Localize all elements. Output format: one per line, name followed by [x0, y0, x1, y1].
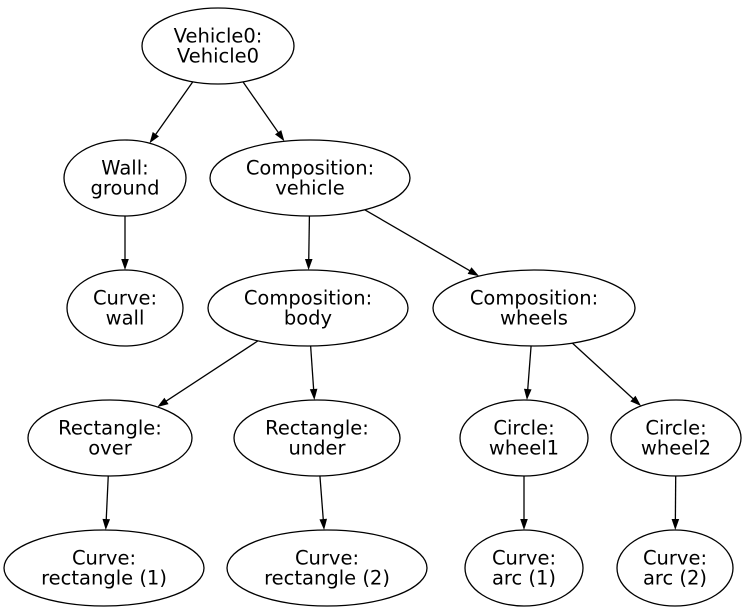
edge-comp_vehicle-to-comp_wheels	[364, 209, 480, 277]
node-rect_over: Rectangle:over	[27, 399, 193, 477]
node-label: Composition:vehicle	[246, 157, 374, 200]
node-comp_body: Composition:body	[207, 269, 409, 347]
edge-line	[165, 340, 259, 403]
arrowhead-icon	[630, 395, 642, 406]
node-vehicle0: Vehicle0:Vehicle0	[141, 7, 295, 85]
node-label: Curve:wall	[93, 287, 157, 330]
edge-rect_under-to-curve_rect2	[319, 475, 328, 531]
node-ellipse	[233, 399, 401, 477]
node-comp_vehicle: Composition:vehicle	[209, 139, 411, 217]
edge-line	[308, 215, 311, 261]
edge-comp_body-to-rect_over	[157, 340, 259, 407]
node-ellipse	[226, 529, 428, 607]
edge-line	[242, 81, 280, 134]
arrowhead-icon	[102, 518, 111, 531]
node-ellipse	[459, 399, 589, 477]
node-curve_wall: Curve:wall	[66, 269, 184, 347]
node-label: Rectangle:under	[265, 417, 369, 460]
node-ellipse	[3, 529, 205, 607]
node-rect_under: Rectangle:under	[233, 399, 401, 477]
edge-line	[319, 475, 324, 521]
node-label: Vehicle0:Vehicle0	[174, 25, 263, 68]
node-label: Composition:body	[244, 287, 372, 330]
node-ellipse	[207, 269, 409, 347]
node-ellipse	[27, 399, 193, 477]
edge-line	[527, 345, 532, 391]
edge-wall_ground-to-curve_wall	[121, 216, 129, 270]
edge-comp_body-to-rect_under	[309, 345, 318, 401]
arrowhead-icon	[149, 132, 159, 144]
edge-vehicle0-to-wall_ground	[149, 81, 194, 144]
arrowhead-icon	[671, 518, 680, 531]
node-label: Wall:ground	[91, 157, 160, 200]
arrowhead-icon	[309, 388, 318, 401]
arrowhead-icon	[157, 397, 169, 407]
node-ellipse	[66, 269, 184, 347]
edge-rect_over-to-curve_rect1	[102, 475, 111, 531]
edge-line	[364, 209, 471, 272]
node-label: Curve:arc (2)	[643, 547, 707, 590]
node-label: Circle:wheel1	[489, 417, 559, 460]
arrowhead-icon	[467, 267, 480, 277]
node-label: Circle:wheel2	[641, 417, 711, 460]
edge-line	[154, 81, 194, 136]
arrowhead-icon	[520, 519, 528, 530]
node-ellipse	[616, 529, 734, 607]
arrowhead-icon	[121, 259, 129, 270]
edge-line	[309, 345, 315, 391]
node-label: Curve:rectangle (2)	[264, 547, 390, 590]
edge-line	[105, 475, 109, 521]
edge-circle_wheel1-to-curve_arc1	[520, 476, 528, 530]
node-comp_wheels: Composition:wheels	[432, 269, 636, 347]
node-wall_ground: Wall:ground	[63, 139, 187, 217]
arrowhead-icon	[523, 388, 532, 401]
edge-circle_wheel2-to-curve_arc2	[671, 475, 680, 531]
node-ellipse	[464, 529, 584, 607]
node-curve_arc2: Curve:arc (2)	[616, 529, 734, 607]
node-label: Rectangle:over	[58, 417, 162, 460]
edge-comp_wheels-to-circle_wheel2	[571, 342, 642, 406]
node-ellipse	[432, 269, 636, 347]
arrowhead-icon	[319, 518, 328, 531]
node-ellipse	[63, 139, 187, 217]
node-curve_arc1: Curve:arc (1)	[464, 529, 584, 607]
node-label: Composition:wheels	[470, 287, 598, 330]
edge-comp_wheels-to-circle_wheel1	[523, 345, 532, 401]
arrowhead-icon	[274, 130, 285, 142]
edge-line	[571, 342, 635, 400]
node-circle_wheel2: Circle:wheel2	[610, 399, 742, 477]
node-curve_rect2: Curve:rectangle (2)	[226, 529, 428, 607]
node-ellipse	[141, 7, 295, 85]
node-ellipse	[610, 399, 742, 477]
node-label: Curve:rectangle (1)	[41, 547, 167, 590]
node-circle_wheel1: Circle:wheel1	[459, 399, 589, 477]
node-curve_rect1: Curve:rectangle (1)	[3, 529, 205, 607]
arrowhead-icon	[304, 258, 313, 271]
node-label: Curve:arc (1)	[492, 547, 556, 590]
node-ellipse	[209, 139, 411, 217]
edge-vehicle0-to-comp_vehicle	[242, 81, 285, 142]
edge-comp_vehicle-to-comp_body	[304, 215, 313, 271]
